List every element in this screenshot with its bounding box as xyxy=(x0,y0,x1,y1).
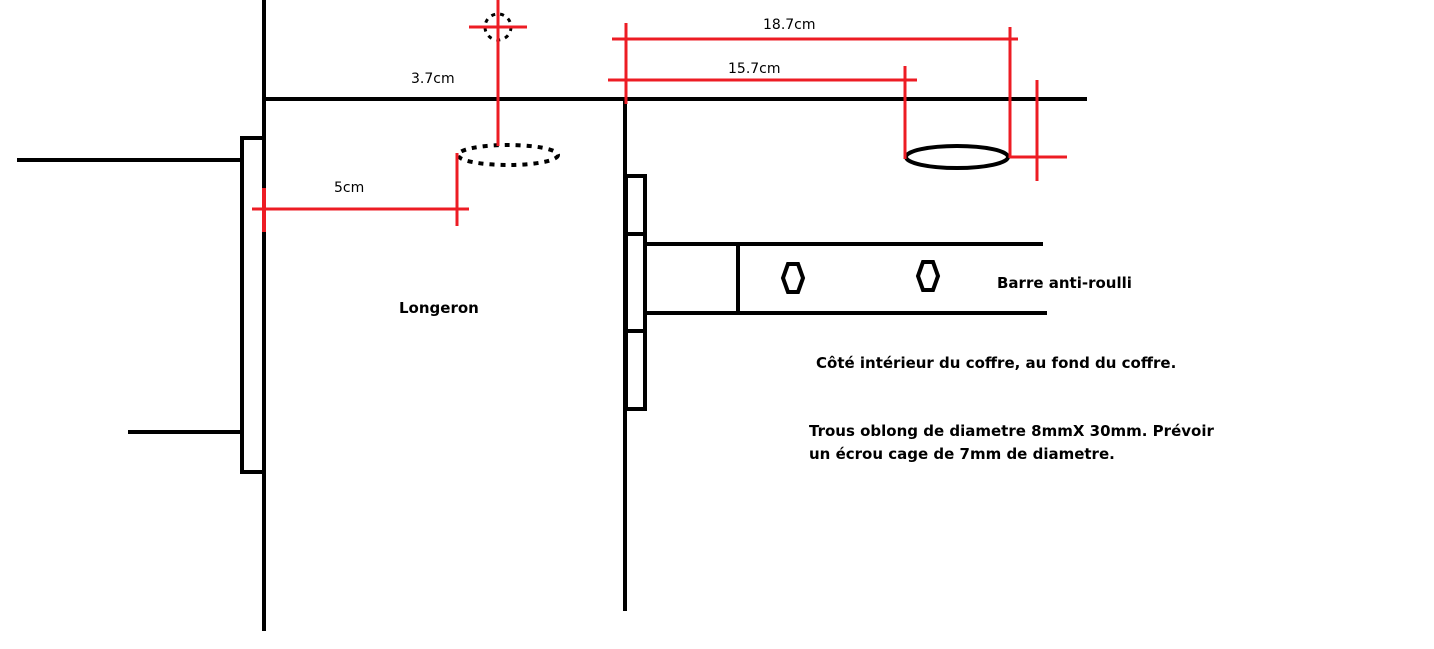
dimension-label: 5cm xyxy=(334,180,365,196)
left-plate xyxy=(240,136,266,474)
dimension-label: 15.7cm xyxy=(728,61,781,77)
middle-plate xyxy=(624,174,647,411)
oblong-hole xyxy=(904,144,1010,170)
hole-note-line2: un écrou cage de 7mm de diametre. xyxy=(809,445,1115,463)
longeron-label: Longeron xyxy=(399,299,479,317)
dimension-label: 3.7cm xyxy=(411,71,455,87)
oblong-hole-hidden xyxy=(456,143,560,167)
hex-nut-icon xyxy=(915,260,941,292)
dimension-label: 18.7cm xyxy=(763,17,816,33)
hole-note-line1: Trous oblong de diametre 8mmX 30mm. Prév… xyxy=(809,422,1214,440)
location-note: Côté intérieur du coffre, au fond du cof… xyxy=(816,354,1177,372)
anti-roll-bar-label: Barre anti-roulli xyxy=(997,274,1132,292)
hex-nut-icon xyxy=(780,262,806,294)
